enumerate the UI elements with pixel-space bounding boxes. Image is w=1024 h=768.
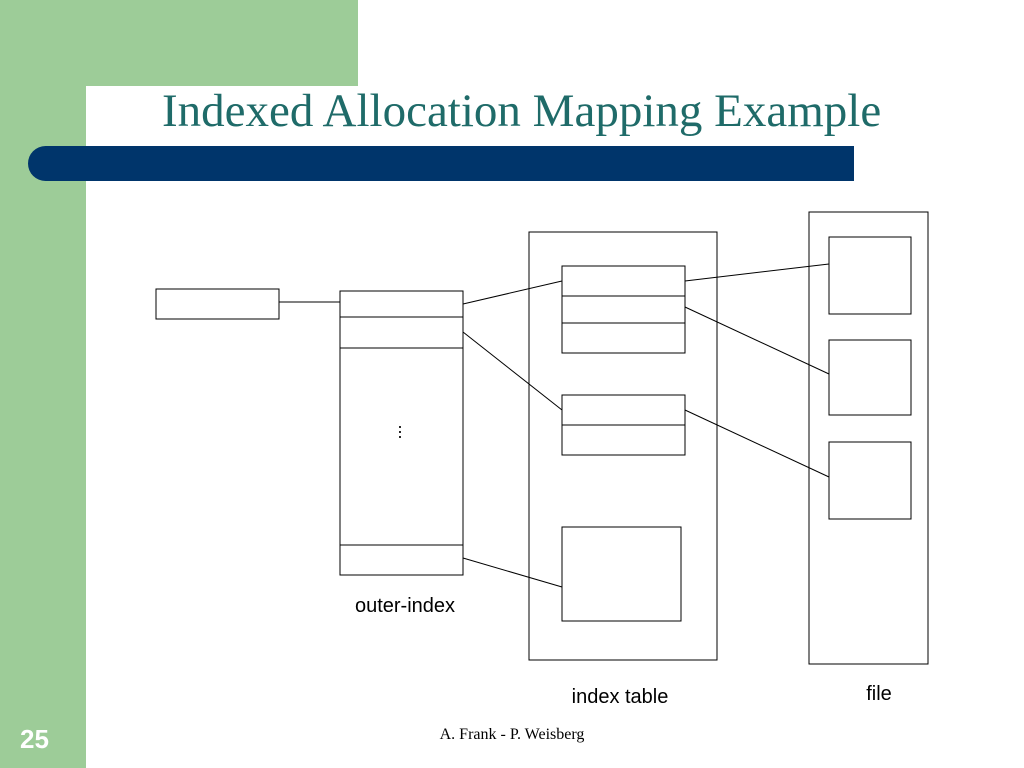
file-data-block-1 xyxy=(828,236,912,315)
connector-line xyxy=(684,263,830,282)
slide-footer: A. Frank - P. Weisberg xyxy=(439,726,585,743)
left-sidebar-band xyxy=(0,0,86,768)
ellipsis-label: ... xyxy=(395,424,415,439)
file-label: file xyxy=(866,683,892,705)
index-table-container xyxy=(528,231,718,661)
connector-line xyxy=(684,306,830,375)
top-left-band xyxy=(0,0,358,86)
index-table-label: index table xyxy=(572,686,669,708)
inner-index-block-3 xyxy=(561,526,682,622)
pointer-block xyxy=(155,288,280,320)
slide-title: Indexed Allocation Mapping Example xyxy=(162,85,882,137)
connector-line xyxy=(462,280,563,305)
outer-index-label: outer-index xyxy=(355,595,455,617)
file-container xyxy=(808,211,929,665)
connector-line xyxy=(462,557,563,588)
connector-line xyxy=(684,409,830,478)
inner-index-block-1 xyxy=(561,265,686,354)
slide-number: 25 xyxy=(20,724,49,754)
connector-line xyxy=(462,331,563,411)
title-underline-band xyxy=(28,146,854,181)
outer-index-block xyxy=(339,290,464,576)
file-data-block-3 xyxy=(828,441,912,520)
file-data-block-2 xyxy=(828,339,912,416)
